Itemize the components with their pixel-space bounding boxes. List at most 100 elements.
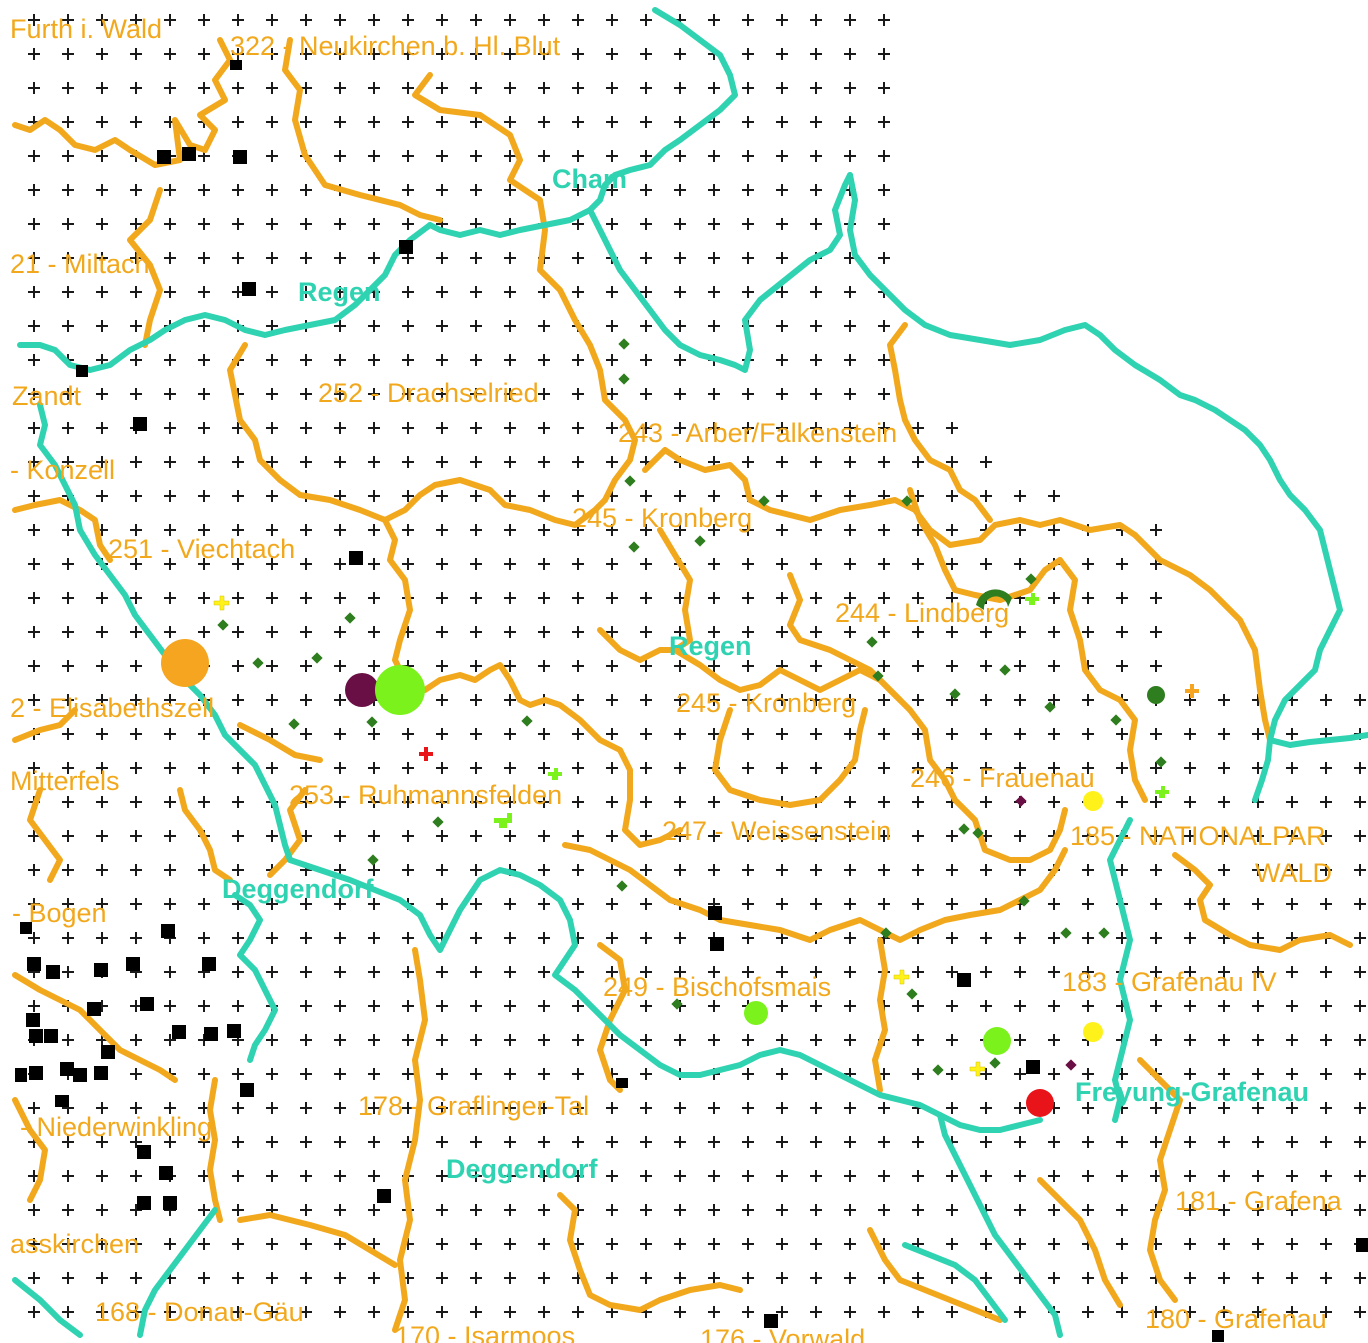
grid-cross: [402, 1034, 414, 1046]
grid-cross: [28, 218, 40, 230]
grid-cross: [1184, 830, 1196, 842]
square-marker: [15, 1068, 27, 1082]
grid-cross: [640, 558, 652, 570]
grid-cross: [1014, 932, 1026, 944]
grid-cross: [640, 592, 652, 604]
grid-cross: [538, 1204, 550, 1216]
grid-cross: [810, 864, 822, 876]
grid-cross: [742, 1136, 754, 1148]
grid-cross: [742, 1102, 754, 1114]
grid-cross: [572, 660, 584, 672]
grid-cross: [980, 864, 992, 876]
grid-cross: [742, 116, 754, 128]
grid-cross: [810, 830, 822, 842]
grid-cross: [708, 558, 720, 570]
grid-cross: [844, 626, 856, 638]
grid-cross: [1354, 762, 1366, 774]
grid-cross: [538, 660, 550, 672]
square-marker: [87, 1002, 101, 1016]
grid-cross: [300, 422, 312, 434]
grid-cross: [232, 558, 244, 570]
grid-cross: [504, 694, 516, 706]
grid-cross: [878, 796, 890, 808]
grid-cross: [1082, 728, 1094, 740]
grid-cross: [538, 966, 550, 978]
grid-cross: [368, 626, 380, 638]
grid-cross: [1252, 1034, 1264, 1046]
grid-cross: [232, 184, 244, 196]
grid-cross: [980, 932, 992, 944]
area-boundary-line: [392, 947, 428, 1333]
grid-cross: [198, 1306, 210, 1318]
grid-cross: [844, 1034, 856, 1046]
grid-cross: [504, 1204, 516, 1216]
grid-cross: [946, 592, 958, 604]
grid-cross: [470, 1170, 482, 1182]
area-boundary-line: [237, 722, 323, 763]
grid-cross: [572, 796, 584, 808]
grid-cross: [96, 388, 108, 400]
grid-cross: [28, 354, 40, 366]
grid-cross: [334, 1102, 346, 1114]
grid-cross: [368, 320, 380, 332]
grid-cross: [62, 1170, 74, 1182]
grid-cross: [368, 490, 380, 502]
grid-cross: [368, 830, 380, 842]
grid-cross: [1184, 1000, 1196, 1012]
grid-cross: [606, 898, 618, 910]
grid-cross: [1218, 1170, 1230, 1182]
grid-cross: [504, 456, 516, 468]
grid-cross: [1218, 1272, 1230, 1284]
grid-cross: [1354, 694, 1366, 706]
grid-cross: [436, 286, 448, 298]
grid-cross: [674, 150, 686, 162]
grid-cross: [130, 864, 142, 876]
square-marker: [240, 1083, 254, 1097]
diamond-marker: [958, 823, 970, 835]
square-marker: [73, 1068, 87, 1082]
grid-cross: [62, 456, 74, 468]
grid-cross: [62, 1136, 74, 1148]
square-marker: [94, 963, 108, 977]
grid-cross: [640, 762, 652, 774]
grid-cross: [62, 524, 74, 536]
grid-cross: [606, 558, 618, 570]
diamond-marker: [217, 619, 229, 631]
grid-cross: [504, 1000, 516, 1012]
grid-cross: [674, 864, 686, 876]
grid-cross: [844, 150, 856, 162]
grid-cross: [164, 1306, 176, 1318]
grid-cross: [1048, 626, 1060, 638]
square-marker: [76, 365, 88, 377]
light-green-circle-marker: [983, 1027, 1011, 1055]
square-marker: [377, 1189, 391, 1203]
grid-cross: [470, 48, 482, 60]
grid-cross: [572, 558, 584, 570]
grid-cross: [572, 1136, 584, 1148]
grid-cross: [844, 1238, 856, 1250]
grid-cross: [1184, 966, 1196, 978]
grid-cross: [1354, 830, 1366, 842]
grid-cross: [334, 1136, 346, 1148]
grid-cross: [538, 1306, 550, 1318]
grid-cross: [606, 218, 618, 230]
grid-cross: [1150, 728, 1162, 740]
area-boundary-line: [12, 37, 233, 168]
grid-cross: [674, 932, 686, 944]
grid-cross: [164, 762, 176, 774]
grid-cross: [708, 830, 720, 842]
grid-cross: [1048, 1136, 1060, 1148]
grid-cross: [96, 184, 108, 196]
grid-cross: [844, 1306, 856, 1318]
grid-cross: [1082, 592, 1094, 604]
grid-cross: [504, 592, 516, 604]
grid-cross: [470, 1204, 482, 1216]
grid-cross: [164, 1238, 176, 1250]
grid-cross: [606, 1102, 618, 1114]
grid-cross: [572, 82, 584, 94]
grid-cross: [368, 728, 380, 740]
grid-cross: [1048, 1034, 1060, 1046]
grid-cross: [1252, 1000, 1264, 1012]
grid-cross: [980, 728, 992, 740]
